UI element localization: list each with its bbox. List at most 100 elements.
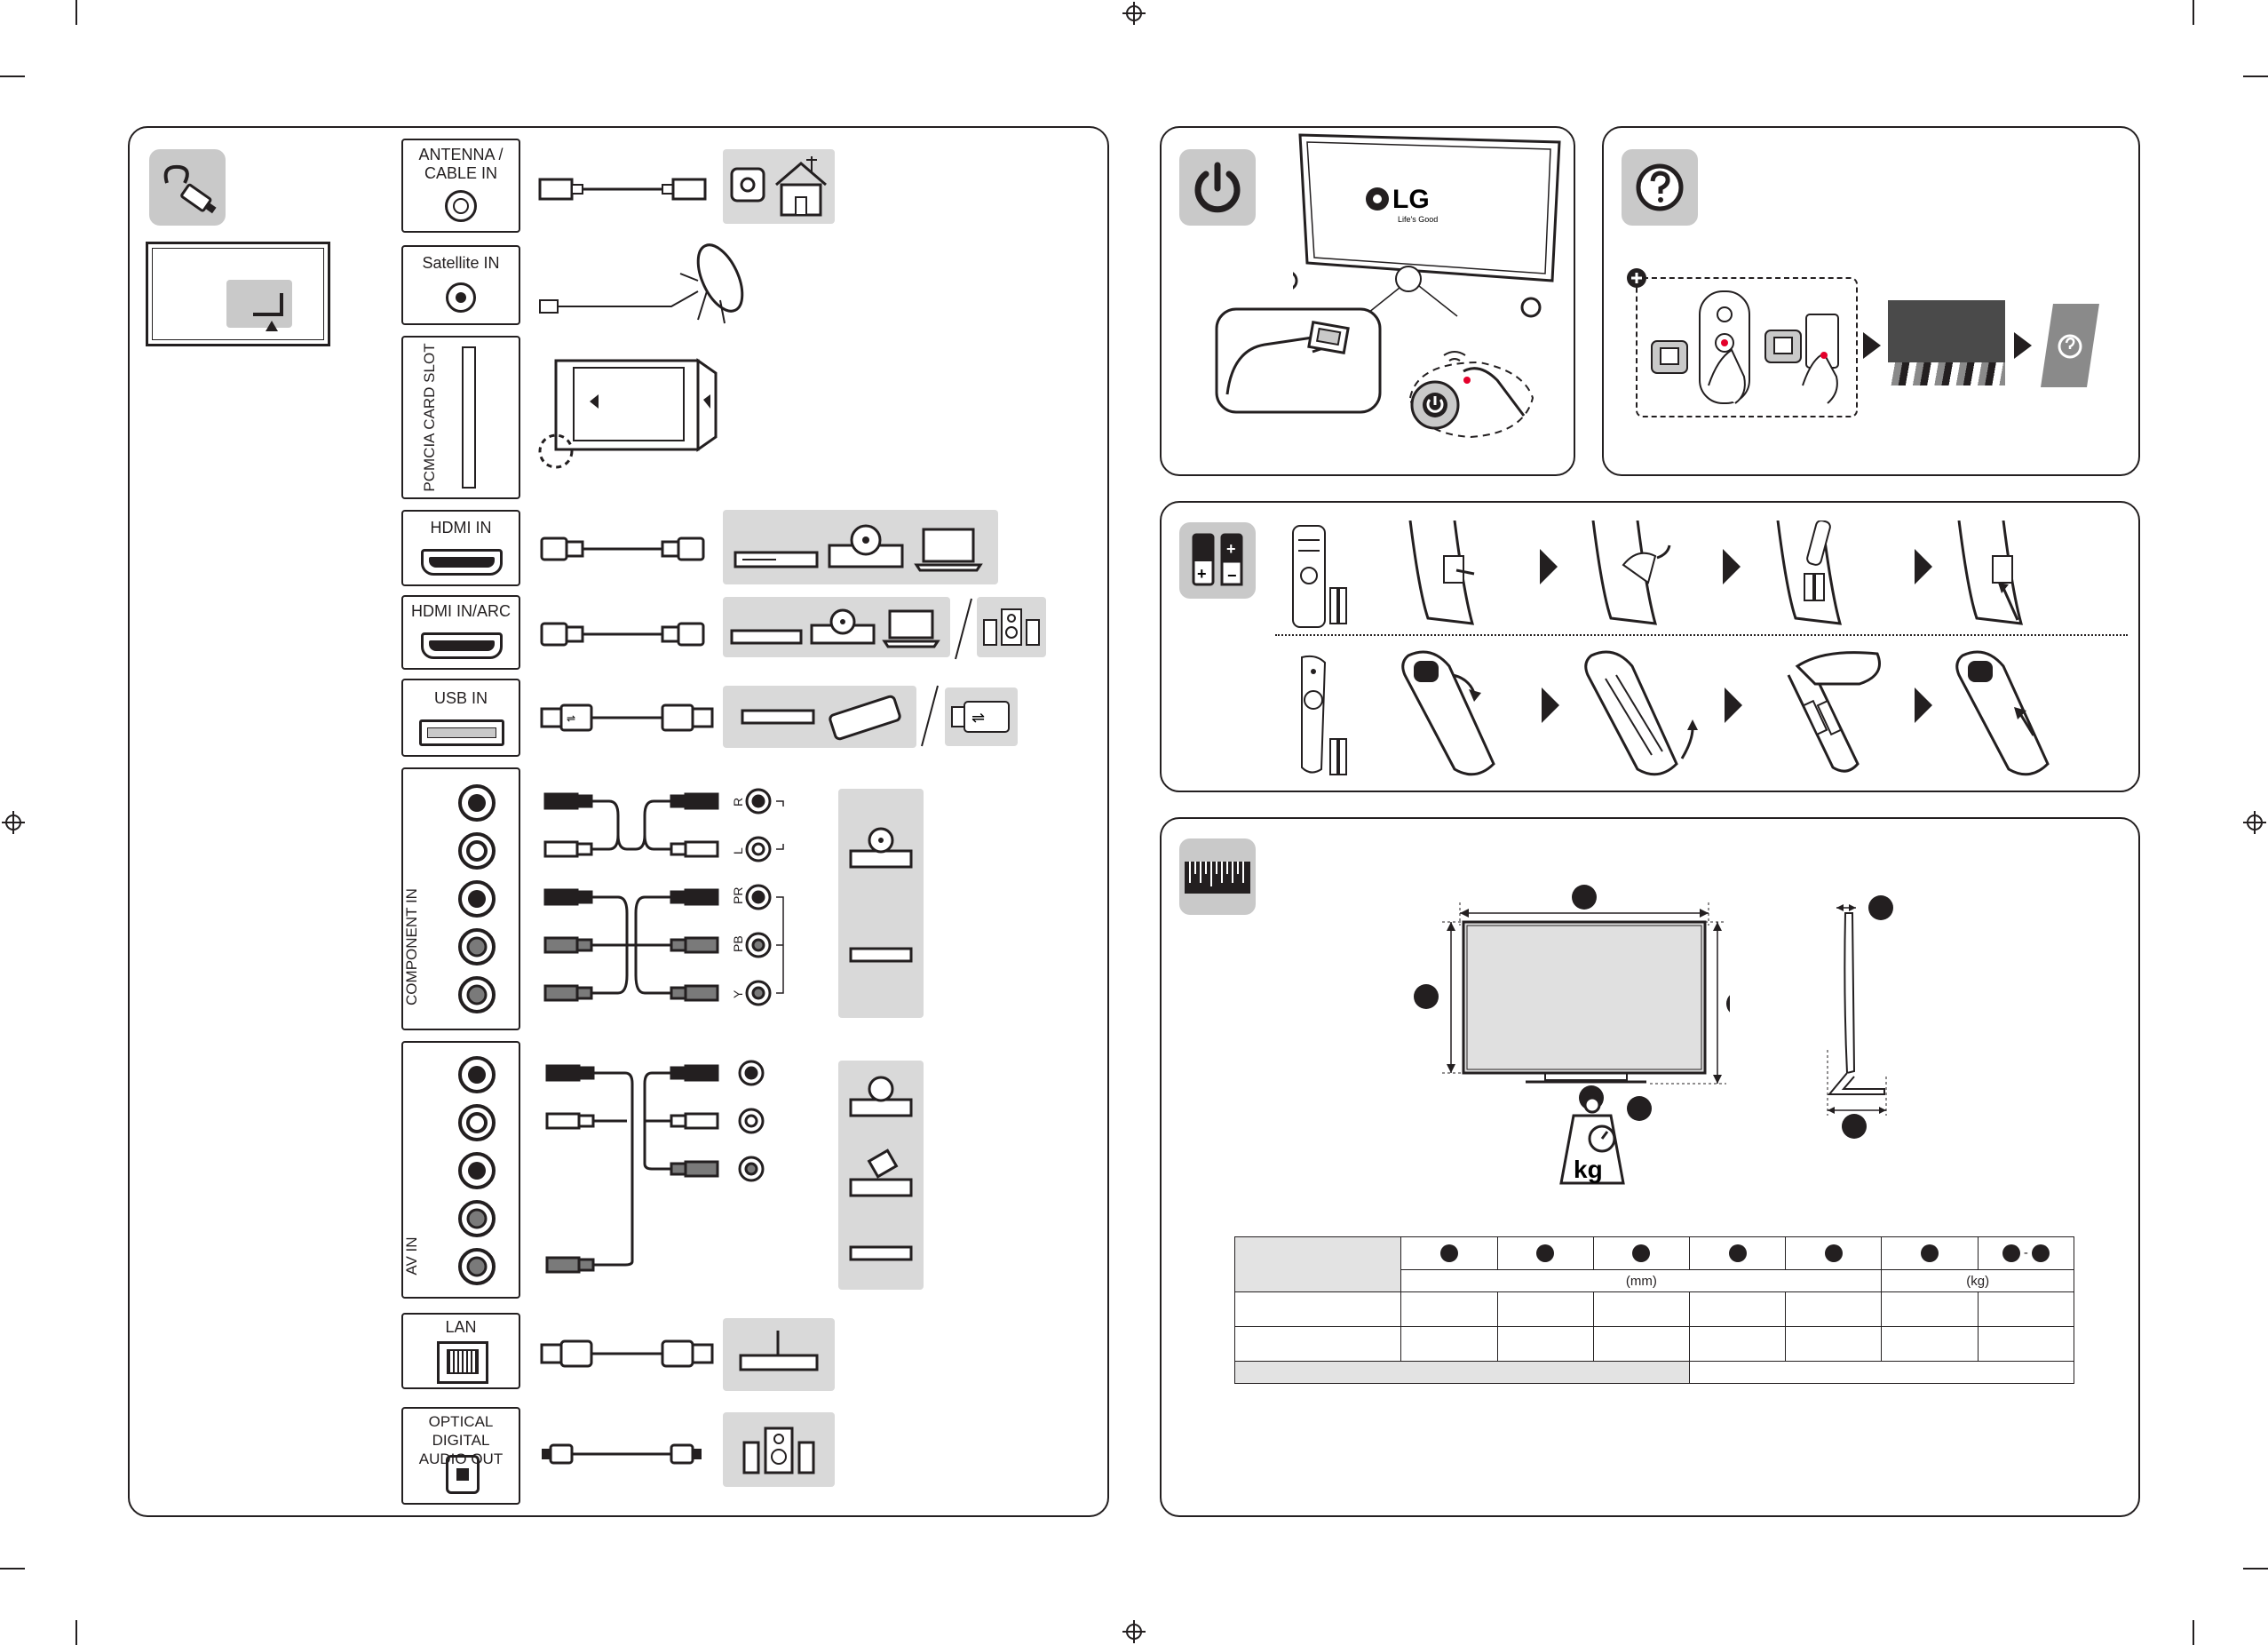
dim-marker-c — [1726, 995, 1730, 1013]
slash-divider — [955, 598, 972, 660]
battery-icon: ++− — [1179, 522, 1256, 599]
tv-front-dimension-diagram — [1414, 885, 1730, 1121]
col-marker-range: - — [1977, 1236, 2075, 1270]
help-panel — [1602, 126, 2140, 476]
port-label: USB IN — [433, 689, 488, 707]
registration-mark-icon — [2, 811, 25, 834]
port-hdmi-arc: HDMI IN/ARC — [401, 595, 520, 670]
magic-battery-step-2-icon — [1584, 650, 1698, 776]
port-label: AV IN — [403, 1236, 420, 1275]
audio-system-icon — [723, 1412, 835, 1487]
soundbar-speakers-icon — [977, 597, 1046, 657]
table-cell — [1496, 1291, 1594, 1327]
table-header-cell — [1233, 1236, 1402, 1292]
unit-mm-label: (mm) — [1400, 1269, 1883, 1292]
dimension-spec-table: - (mm) (kg) — [1233, 1236, 2075, 1384]
battery-panel: ++− — [1160, 501, 2140, 792]
optical-cable-icon — [542, 1443, 702, 1465]
slash-divider — [921, 685, 939, 747]
registration-mark-icon — [1122, 2, 1146, 25]
arrow-right-icon — [1915, 687, 1932, 723]
svg-text:+: + — [1197, 565, 1207, 583]
crop-mark — [2193, 1620, 2194, 1645]
table-cell — [1689, 1326, 1787, 1362]
remote-home-press-icon — [1651, 290, 1839, 404]
dimensions-panel: kg - (mm) (kg) — [1160, 817, 2140, 1517]
table-cell — [1496, 1326, 1594, 1362]
lg-tagline: Life's Good — [1398, 215, 1438, 224]
lg-logo-text: LG — [1392, 185, 1430, 214]
component-cable-icon: R L PR PB Y — [543, 788, 784, 1006]
port-antenna: ANTENNA / CABLE IN — [401, 139, 520, 233]
lan-cable-icon — [540, 1339, 714, 1368]
channel-label-y: Y — [731, 989, 745, 998]
svg-text:⇌: ⇌ — [971, 709, 985, 727]
usb-cable-icon: ⇌ — [540, 703, 714, 732]
col-marker — [1881, 1236, 1979, 1270]
table-cell — [1785, 1291, 1883, 1327]
crop-mark — [2193, 0, 2194, 25]
usb-storage-devices-icon — [723, 686, 916, 748]
ci-module-card-icon — [538, 358, 718, 469]
arrow-right-icon — [1540, 549, 1558, 584]
help-app-icon — [2041, 304, 2099, 387]
svg-text:−: − — [1227, 567, 1237, 584]
crop-mark — [75, 0, 77, 25]
dim-marker-f — [1868, 895, 1893, 920]
port-label: ANTENNA / CABLE IN — [418, 146, 504, 182]
table-cell — [1592, 1291, 1691, 1327]
satellite-dish-icon — [539, 243, 744, 324]
power-button-press-icon — [1215, 307, 1382, 414]
table-cell — [1592, 1326, 1691, 1362]
av-devices-icon — [838, 1061, 924, 1290]
hdmi-cable-icon — [540, 536, 705, 561]
help-question-icon — [1622, 149, 1698, 226]
battery-step-2-icon — [1591, 521, 1671, 625]
dim-marker-g — [1842, 1114, 1867, 1139]
port-label: PCMCIA CARD SLOT — [421, 343, 438, 492]
port-pcmcia: PCMCIA CARD SLOT — [401, 336, 520, 499]
magic-battery-step-4-icon — [1955, 650, 2050, 776]
channel-label-pr: PR — [731, 887, 745, 904]
table-cell — [1977, 1291, 2075, 1327]
table-cell — [1400, 1291, 1498, 1327]
col-marker — [1785, 1236, 1883, 1270]
port-usb: USB IN — [401, 679, 520, 757]
dim-marker-e — [1627, 1096, 1652, 1121]
table-cell — [1400, 1326, 1498, 1362]
table-cell — [1233, 1291, 1402, 1327]
arrow-right-icon — [1915, 549, 1932, 584]
port-lan: LAN — [401, 1313, 520, 1389]
col-marker — [1496, 1236, 1594, 1270]
crop-mark — [2243, 75, 2268, 77]
crop-mark — [0, 75, 25, 77]
channel-label-l: L — [731, 847, 745, 854]
tv-front-diagram: LG Life's Good — [1293, 133, 1561, 318]
port-label: HDMI IN — [430, 519, 492, 536]
arrow-right-icon — [1723, 549, 1741, 584]
ruler-icon — [1179, 838, 1256, 915]
port-hdmi: HDMI IN — [401, 510, 520, 586]
tv-side-dimension-diagram — [1827, 895, 1893, 1139]
step-divider — [1275, 634, 2128, 636]
svg-text:⇌: ⇌ — [567, 712, 575, 725]
registration-mark-icon — [1122, 1620, 1146, 1643]
col-marker — [1400, 1236, 1498, 1270]
add-icon — [1627, 268, 1646, 288]
remote-power-press-icon — [1408, 351, 1534, 439]
component-devices-icon — [838, 789, 924, 1018]
col-marker — [1592, 1236, 1691, 1270]
table-cell — [1233, 1326, 1402, 1362]
channel-label-pb: PB — [731, 935, 745, 952]
table-cell — [1689, 1291, 1787, 1327]
usb-flash-drive-icon: ⇌ — [945, 687, 1018, 746]
channel-label-r: R — [731, 798, 745, 807]
port-label: HDMI IN/ARC — [411, 602, 511, 620]
crop-mark — [75, 1620, 77, 1645]
port-satellite: Satellite IN — [401, 245, 520, 325]
battery-step-3-icon — [1776, 521, 1843, 625]
av-cable-icon — [545, 1060, 765, 1274]
antenna-wall-socket-icon — [723, 149, 835, 224]
col-marker — [1689, 1236, 1787, 1270]
weight-unit-label: kg — [1574, 1156, 1603, 1183]
